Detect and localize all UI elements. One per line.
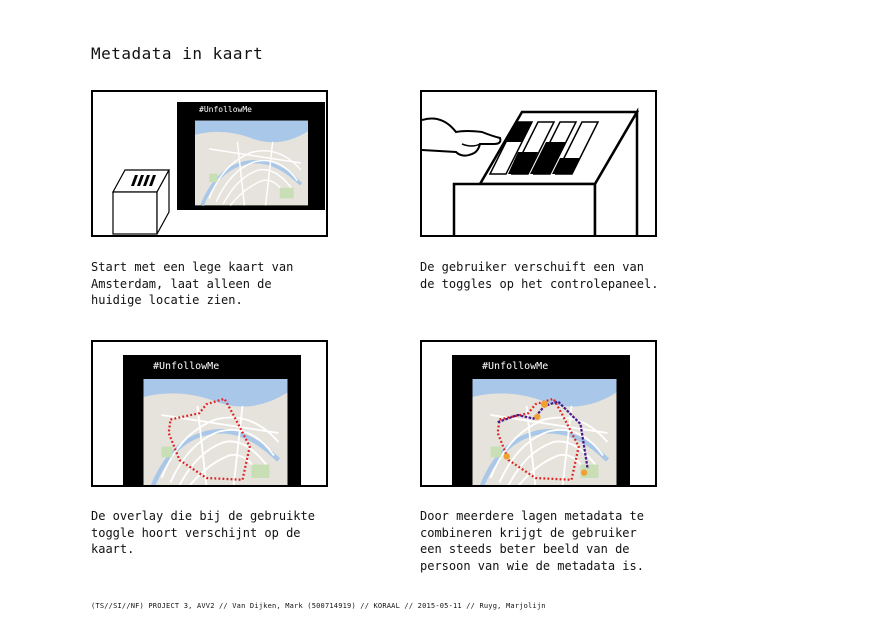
screen-label: #UnfollowMe [482, 361, 549, 372]
storyboard-panel-2 [420, 90, 657, 237]
storyboard-panel-3: #UnfollowMe [91, 340, 328, 487]
screen-label: #UnfollowMe [153, 361, 220, 372]
storyboard-panel-1: #UnfollowMe [91, 90, 328, 237]
caption-panel-2: De gebruiker verschuift een van de toggl… [420, 260, 659, 291]
storyboard-panel-4: #UnfollowMe [420, 340, 657, 487]
location-markers [503, 400, 588, 476]
caption-panel-3: De overlay die bij de gebruikte toggle h… [91, 509, 315, 556]
amsterdam-map [195, 120, 308, 206]
display-screen: #UnfollowMe [177, 102, 325, 210]
display-screen: #UnfollowMe [123, 355, 301, 485]
caption-panel-1: Start met een lege kaart van Amsterdam, … [91, 260, 294, 307]
page-title: Metadata in kaart [91, 44, 264, 63]
display-screen: #UnfollowMe [452, 355, 630, 485]
footer-credits: (TS//SI//NF) PROJECT 3, AVV2 // Van Dijk… [91, 602, 546, 610]
control-kiosk [111, 169, 171, 235]
control-panel-illustration [422, 107, 640, 235]
amsterdam-map [472, 379, 617, 485]
caption-panel-4: Door meerdere lagen metadata te combiner… [420, 509, 644, 573]
screen-label: #UnfollowMe [199, 105, 252, 114]
metadata-overlay-route [496, 397, 580, 481]
metadata-overlay-route [167, 397, 251, 481]
amsterdam-map [143, 379, 288, 485]
